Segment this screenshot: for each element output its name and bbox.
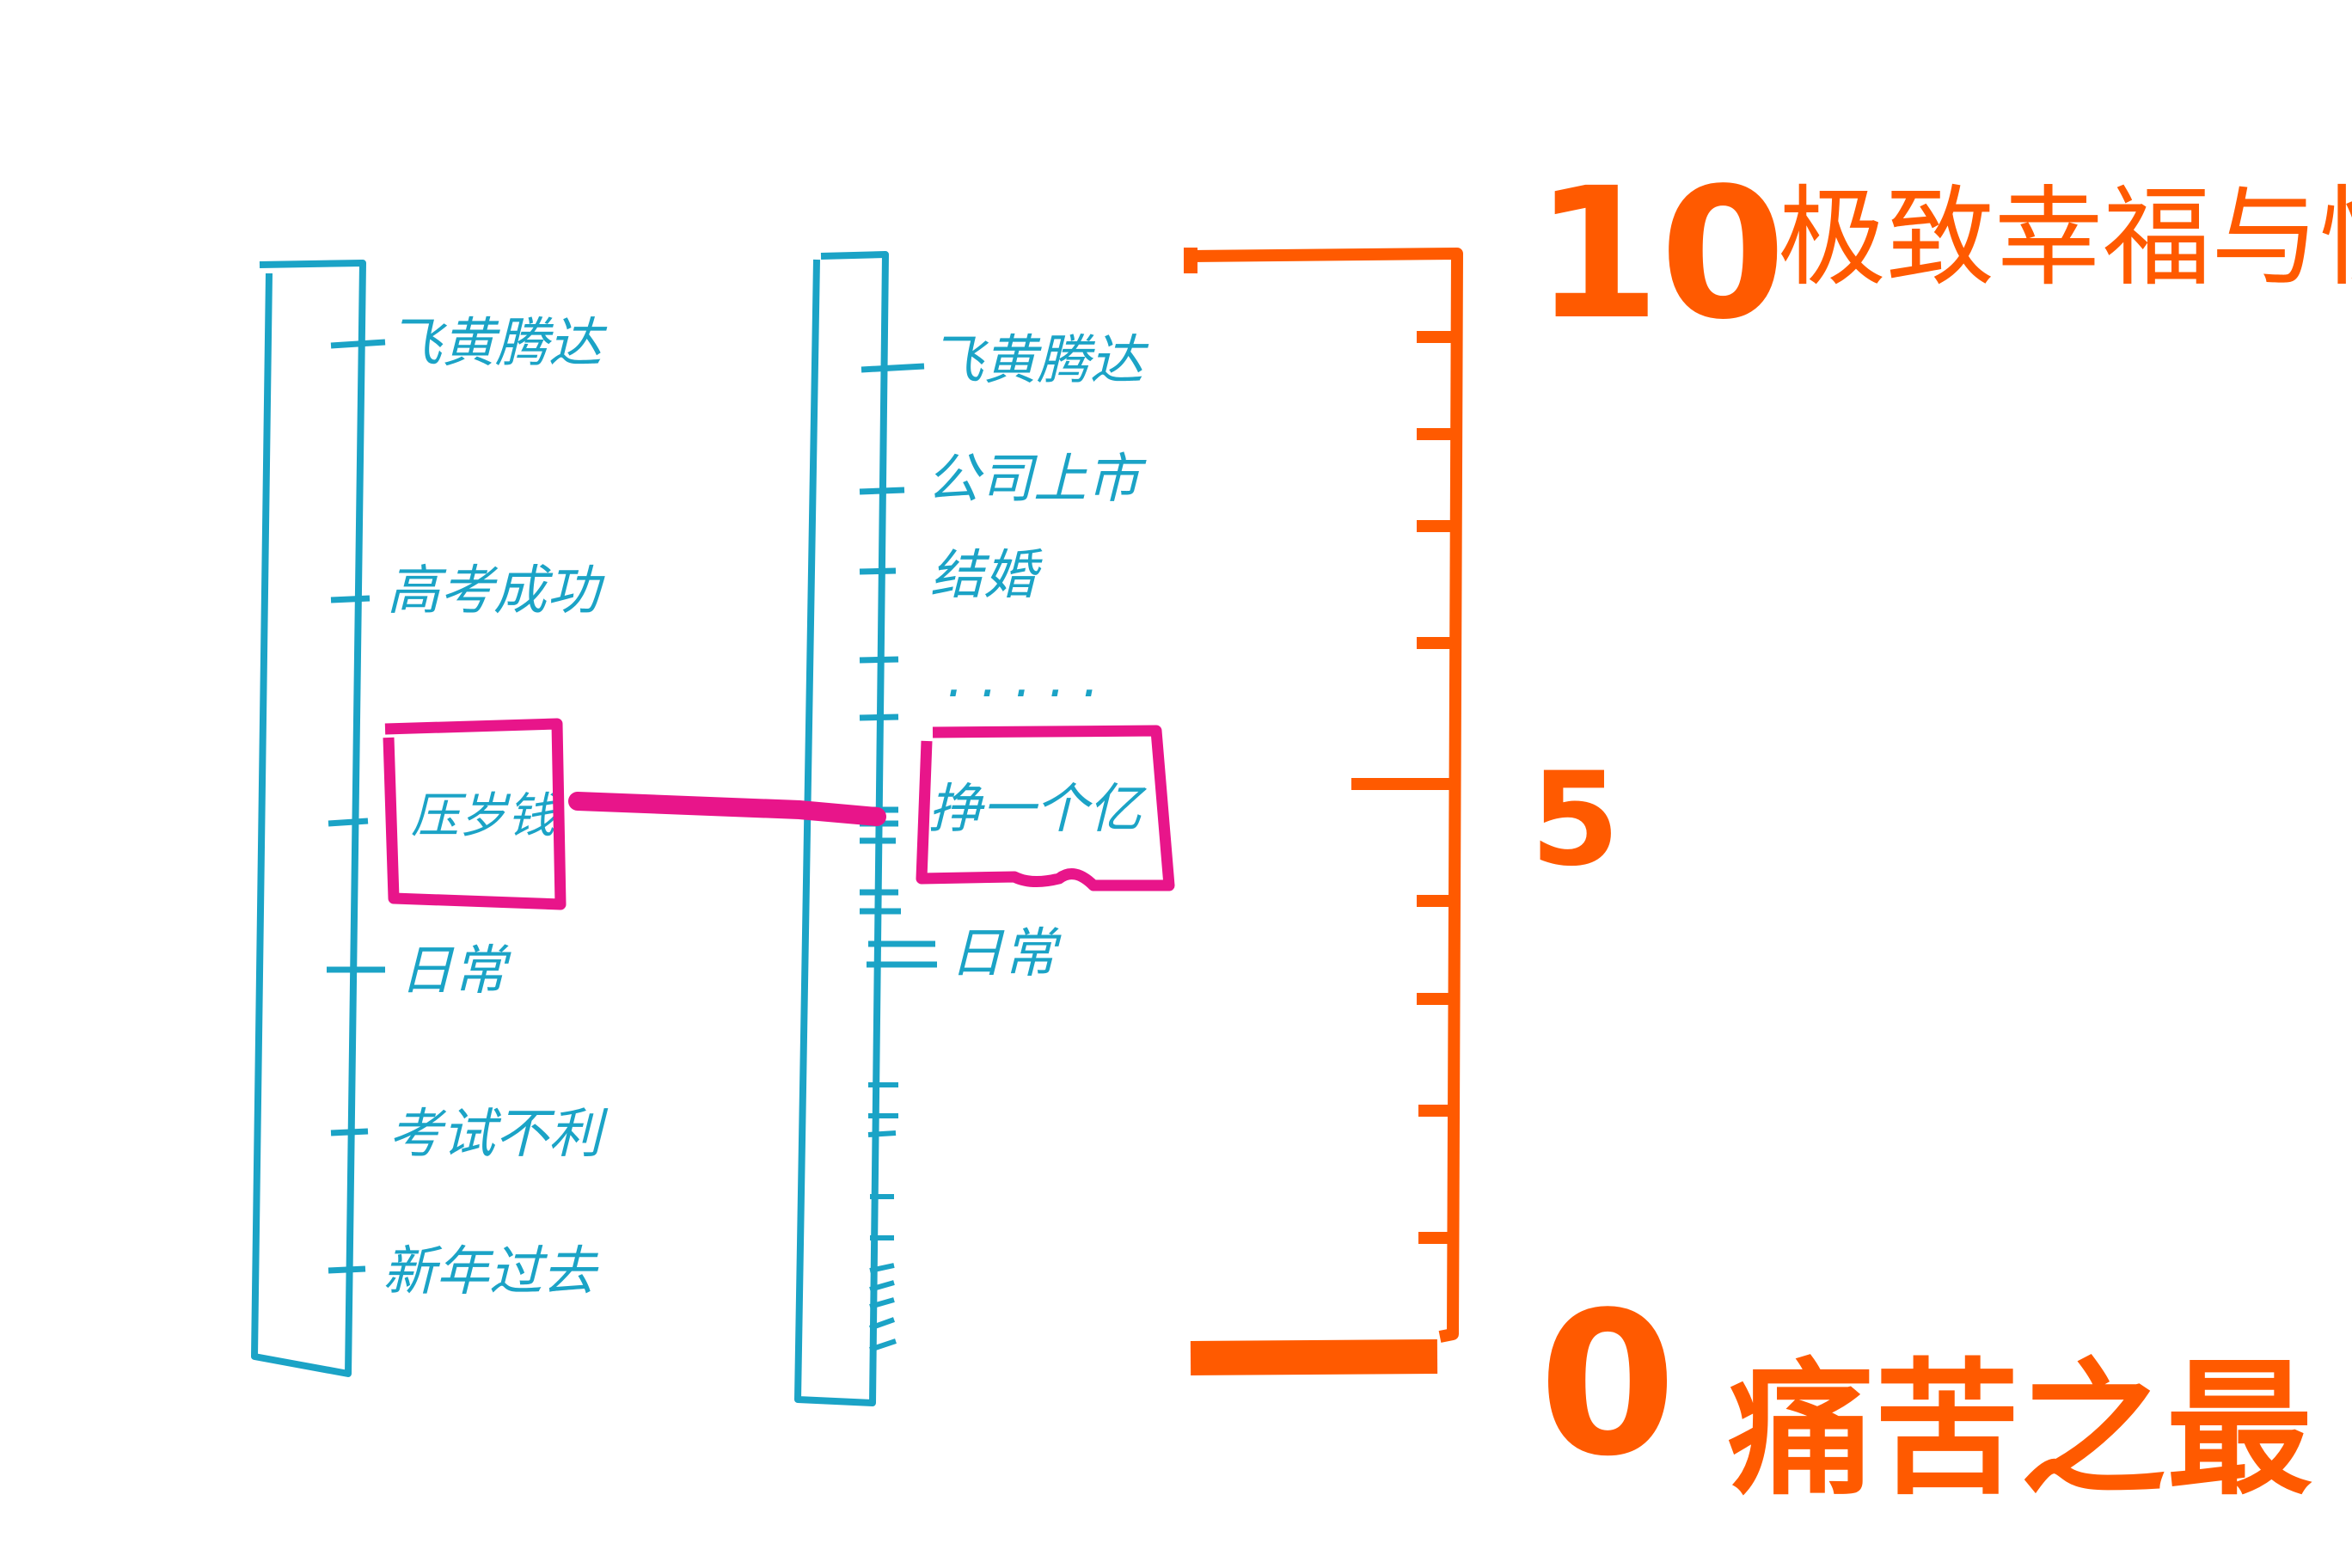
left-tick-exam-fail	[330, 1128, 369, 1136]
middle-tick-marriage	[859, 567, 897, 575]
left-tick-new-year	[328, 1265, 366, 1274]
left-tick-top	[330, 339, 386, 349]
left-highlight-box	[383, 718, 567, 910]
right-scale-bracket	[1190, 248, 1463, 1343]
right-value-top: 10	[1534, 149, 1785, 359]
middle-tick-5	[859, 714, 899, 721]
middle-tick-top	[861, 363, 925, 373]
middle-tick-listing	[859, 487, 905, 495]
middle-label-top: 飞黄腾达	[930, 328, 1149, 391]
middle-scale-bar	[794, 251, 889, 1406]
right-value-bottom: 0	[1539, 1271, 1676, 1500]
left-label-daily: 日常	[400, 939, 511, 1001]
middle-label-dots: · · · · ·	[944, 662, 1096, 725]
middle-tick-l10	[869, 1338, 897, 1352]
middle-highlight-box	[916, 725, 1175, 891]
left-tick-gaokao	[330, 595, 371, 603]
middle-label-daily: 日常	[950, 922, 1062, 984]
middle-tick-l6	[869, 1263, 895, 1273]
middle-tick-l8	[869, 1297, 895, 1309]
middle-tick-l9	[868, 1317, 896, 1331]
left-label-new-year: 新年过去	[383, 1240, 599, 1302]
highlight-connection	[383, 718, 1175, 910]
right-label-bottom: 痛苦之最	[1728, 1345, 2312, 1516]
right-scale: 10 5 0 极致幸福与快乐 痛苦之最	[1184, 149, 2352, 1516]
middle-label-marriage: 结婚	[930, 543, 1043, 606]
right-label-top: 极致幸福与快乐	[1778, 175, 2352, 301]
left-label-top: 飞黄腾达	[389, 311, 608, 374]
middle-tick-4	[859, 656, 899, 664]
right-value-mid: 5	[1530, 745, 1620, 895]
left-tick-pressure	[328, 818, 369, 827]
middle-tick-l3	[867, 1130, 897, 1137]
middle-scale: 飞黄腾达 公司上市 结婚 · · · · · 挣一个亿 日常	[794, 251, 1149, 1406]
middle-label-listing: 公司上市	[927, 447, 1147, 510]
left-label-gaokao: 高考成功	[387, 559, 605, 622]
middle-label-earn: 挣一个亿	[928, 777, 1147, 840]
connector-line	[568, 792, 886, 826]
left-scale: 飞黄腾达 高考成功 压岁钱 日常 考试不利 新年过去	[251, 260, 609, 1377]
left-scale-bar	[251, 260, 366, 1377]
middle-tick-l7	[869, 1280, 895, 1292]
right-bottom-bar	[1190, 1339, 1438, 1375]
left-label-pressure: 压岁钱	[411, 788, 560, 844]
left-label-exam-fail: 考试不利	[389, 1102, 609, 1165]
